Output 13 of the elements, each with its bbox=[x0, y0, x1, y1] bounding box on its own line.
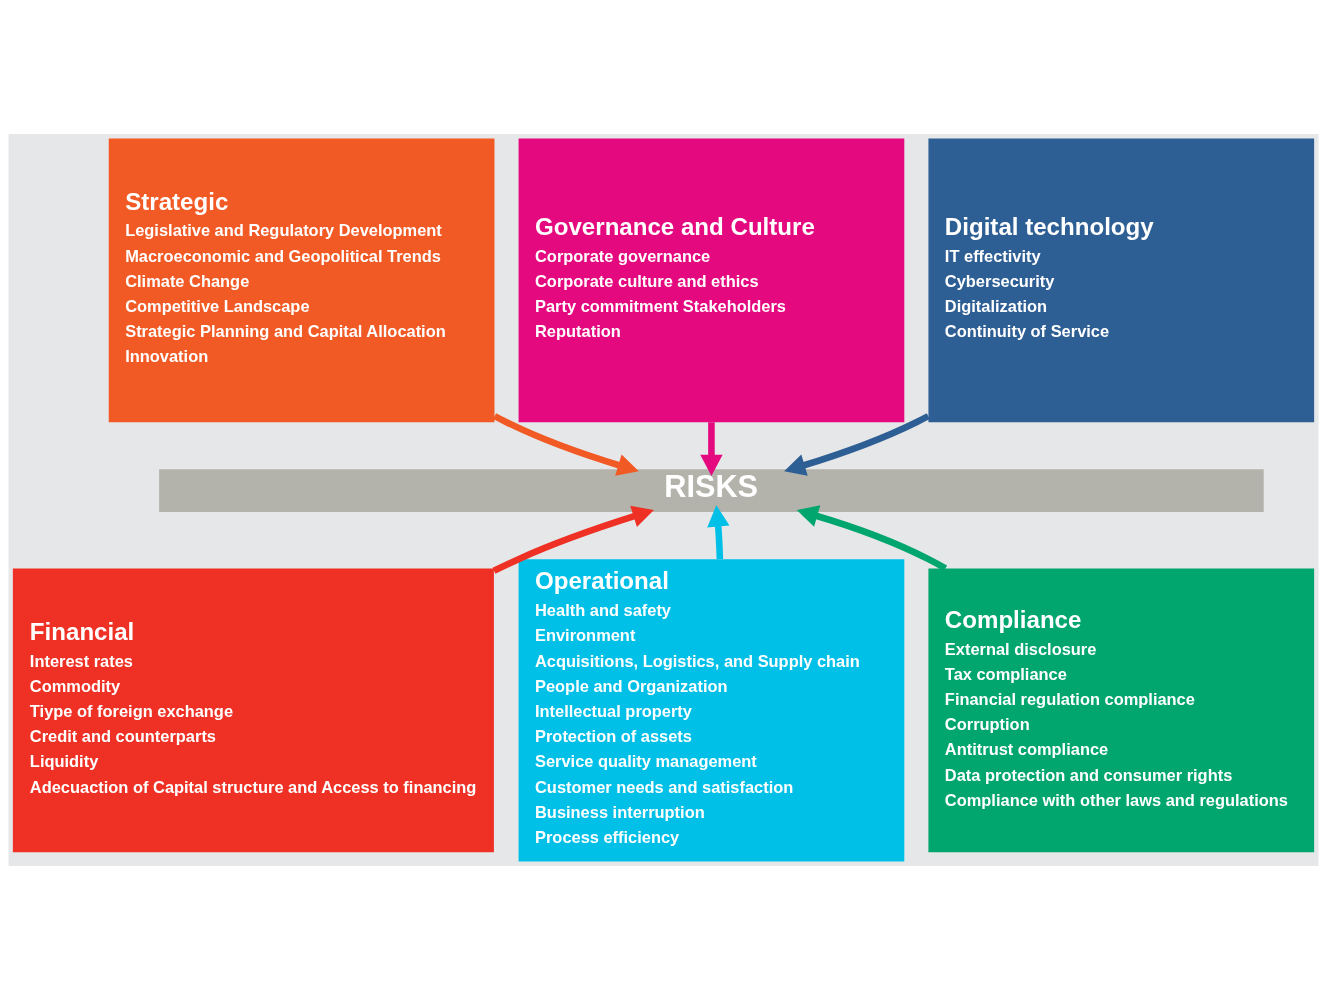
node-box: Governance and Culture Corporate governance Corporate culture and ethics Party commitment Stakeholders Reputation bbox=[518, 138, 905, 423]
node-box: Financial Interest rates Commodity Tiype of foreign exchange Credit and counterparts Liquidity Adecuaction of Capital structure and Access to financing bbox=[12, 568, 494, 853]
node-box: Operational Health and safety Environment Acquisitions, Logistics, and Supply chain People and Organization Intellectual property Protection of assets Service quality management Customer needs and satisfaction Business interruption Process efficiency bbox=[518, 559, 905, 862]
node-box: Strategic Legislative and Regulatory Development Macroeconomic and Geopolitical Trends Climate Change Competitive Landscape Strategic Planning and Capital Allocation Innovation bbox=[108, 138, 495, 423]
arrow bbox=[493, 413, 639, 476]
node-box: Digital technology IT effectivity Cybersecurity Digitalization Continuity of Service bbox=[928, 138, 1315, 423]
node-box: Compliance External disclosure Tax compliance Financial regulation compliance Corruption Antitrust compliance Data protection and consumer rights Compliance with other laws and regulations bbox=[928, 568, 1315, 853]
node-box: RISKS bbox=[159, 469, 1264, 513]
arrow bbox=[796, 505, 948, 572]
arrow bbox=[784, 413, 930, 476]
arrow bbox=[700, 422, 723, 477]
arrow bbox=[492, 505, 654, 574]
arrow bbox=[707, 505, 730, 560]
